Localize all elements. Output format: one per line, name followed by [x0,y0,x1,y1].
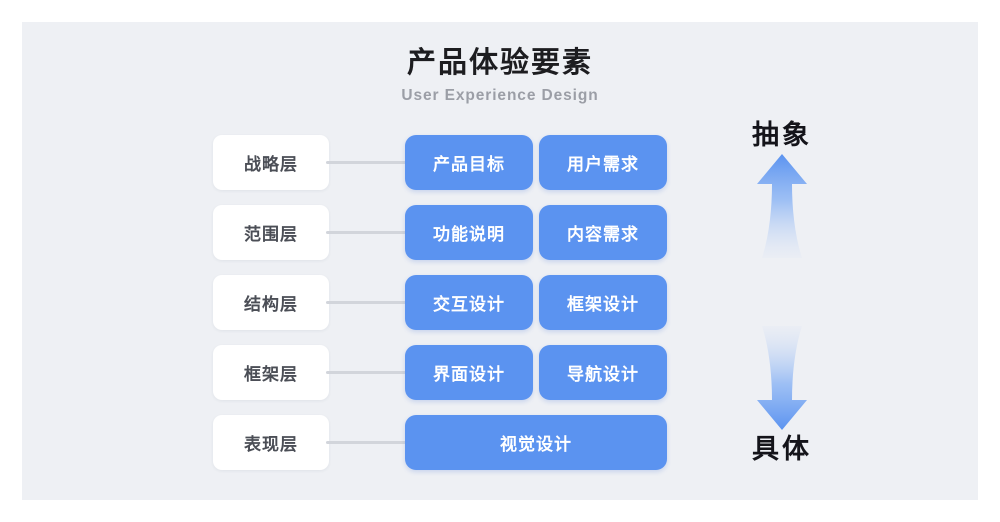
element-card-group: 功能说明内容需求 [405,205,667,260]
connector-line [326,301,406,304]
layer-label-card[interactable]: 范围层 [213,205,329,260]
element-card-group: 交互设计框架设计 [405,275,667,330]
axis-top-label: 抽象 [752,120,812,150]
connector-line [326,161,406,164]
connector-line [326,371,406,374]
element-card-group: 界面设计导航设计 [405,345,667,400]
arrow-up-icon [757,154,807,258]
connector-line [326,441,406,444]
layer-row: 结构层 交互设计框架设计 [22,275,978,330]
element-card-group: 视觉设计 [405,415,667,470]
element-card[interactable]: 导航设计 [539,345,667,400]
layer-row: 范围层 功能说明内容需求 [22,205,978,260]
abstraction-axis: 抽象 具体 [694,118,870,468]
axis-gap [694,262,870,322]
element-card[interactable]: 视觉设计 [405,415,667,470]
element-card[interactable]: 功能说明 [405,205,533,260]
connector-line [326,231,406,234]
slide-canvas: 产品体验要素 User Experience Design 战略层 产品目标用户需… [22,22,978,500]
element-card[interactable]: 产品目标 [405,135,533,190]
header: 产品体验要素 User Experience Design [22,44,978,106]
page-subtitle: User Experience Design [401,87,599,104]
layer-row: 表现层 视觉设计 [22,415,978,470]
axis-bottom-label: 具体 [752,434,812,464]
arrow-down-icon [757,326,807,430]
layer-row: 框架层 界面设计导航设计 [22,345,978,400]
element-card[interactable]: 框架设计 [539,275,667,330]
layer-rows: 战略层 产品目标用户需求范围层 功能说明内容需求结构层 交互设计框架设计框架层 界面设计… [22,135,978,470]
element-card[interactable]: 界面设计 [405,345,533,400]
layer-label-card[interactable]: 结构层 [213,275,329,330]
layer-label-card[interactable]: 表现层 [213,415,329,470]
element-card-group: 产品目标用户需求 [405,135,667,190]
layer-row: 战略层 产品目标用户需求 [22,135,978,190]
element-card[interactable]: 用户需求 [539,135,667,190]
page-title: 产品体验要素 [406,47,593,79]
layer-label-card[interactable]: 战略层 [213,135,329,190]
layer-label-card[interactable]: 框架层 [213,345,329,400]
element-card[interactable]: 交互设计 [405,275,533,330]
element-card[interactable]: 内容需求 [539,205,667,260]
